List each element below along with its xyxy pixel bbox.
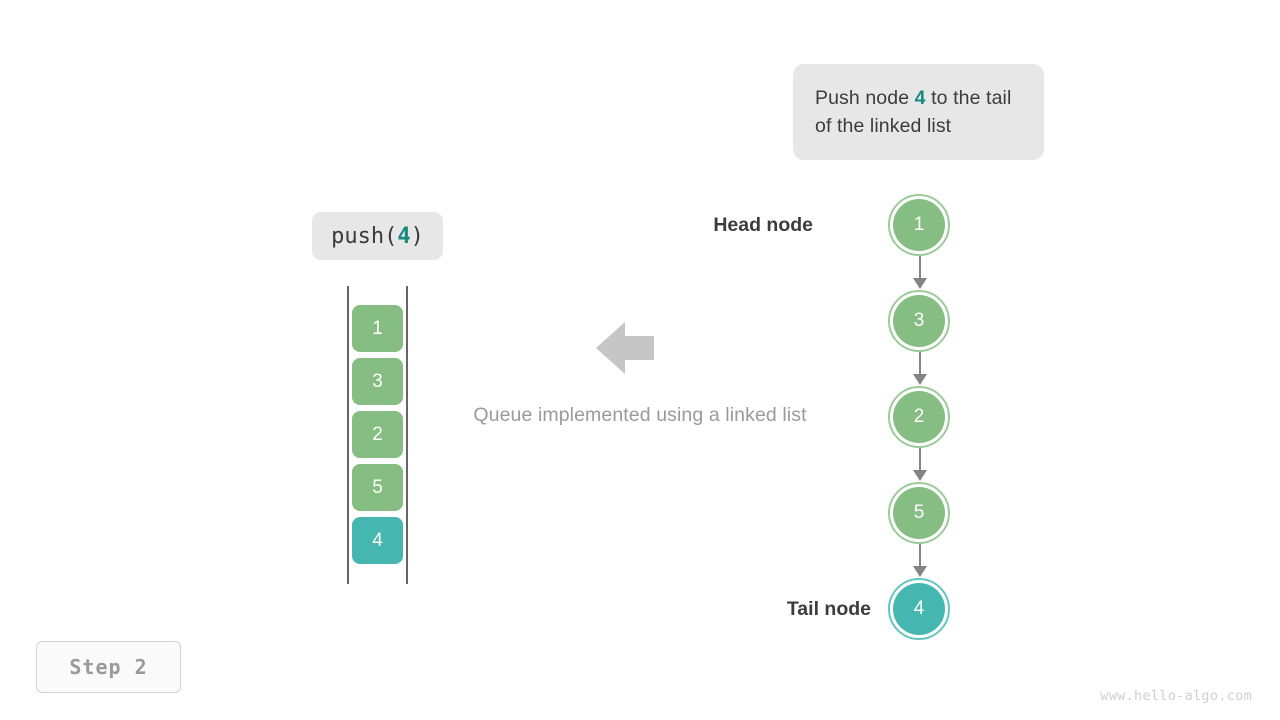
step-badge: Step 2: [36, 641, 181, 693]
array-rail-right: [406, 286, 408, 584]
array-cell-value: 2: [372, 423, 383, 445]
linked-list-connector: [919, 448, 921, 473]
node-ring: [888, 482, 950, 544]
callout-text-before: Push node: [815, 87, 915, 109]
node-value: 5: [893, 487, 945, 539]
connector-arrowhead-icon: [913, 278, 927, 289]
node-ring: [888, 386, 950, 448]
operation-suffix: ): [410, 223, 424, 249]
tail-node-label: Tail node: [786, 598, 871, 620]
linked-list-node: 1: [888, 194, 950, 256]
array-rail-left: [347, 286, 349, 584]
array-cell: 1: [352, 305, 403, 352]
linked-list-connector: [919, 256, 921, 281]
left-arrow-icon: [596, 322, 654, 374]
operation-prefix: push(: [331, 223, 398, 249]
callout-box: Push node 4 to the tail of the linked li…: [793, 64, 1044, 160]
array-cell: 4: [352, 517, 403, 564]
array-cell: 3: [352, 358, 403, 405]
connector-arrowhead-icon: [913, 470, 927, 481]
node-ring: [888, 578, 950, 640]
linked-list-node: 5: [888, 482, 950, 544]
array-cell-value: 4: [372, 529, 383, 551]
linked-list-connector: [919, 352, 921, 377]
node-ring: [888, 194, 950, 256]
array-cell: 2: [352, 411, 403, 458]
watermark: www.hello-algo.com: [1100, 688, 1252, 704]
queue-array-view: 1 3 2 5 4: [347, 286, 408, 584]
head-node-label: Head node: [713, 214, 813, 236]
linked-list-view: 1 3 2 5 4: [888, 194, 952, 642]
operation-chip-text: push(4): [331, 224, 424, 249]
operation-chip: push(4): [312, 212, 443, 260]
step-badge-text: Step 2: [69, 655, 148, 679]
callout-highlight-value: 4: [914, 87, 926, 109]
array-cell-value: 3: [372, 370, 383, 392]
callout-text: Push node 4 to the tail of the linked li…: [815, 84, 1022, 140]
node-value: 1: [893, 199, 945, 251]
operation-value: 4: [397, 223, 411, 249]
linked-list-node: 4: [888, 578, 950, 640]
linked-list-node: 3: [888, 290, 950, 352]
diagram-caption: Queue implemented using a linked list: [473, 404, 807, 426]
callout-text-after: to the tail of the linked list: [815, 87, 1012, 137]
linked-list-connector: [919, 544, 921, 569]
array-cell: 5: [352, 464, 403, 511]
node-value: 3: [893, 295, 945, 347]
linked-list-node: 2: [888, 386, 950, 448]
node-ring: [888, 290, 950, 352]
array-cell-value: 1: [372, 317, 383, 339]
connector-arrowhead-icon: [913, 374, 927, 385]
node-value: 4: [893, 583, 945, 635]
connector-arrowhead-icon: [913, 566, 927, 577]
node-value: 2: [893, 391, 945, 443]
array-cell-value: 5: [372, 476, 383, 498]
